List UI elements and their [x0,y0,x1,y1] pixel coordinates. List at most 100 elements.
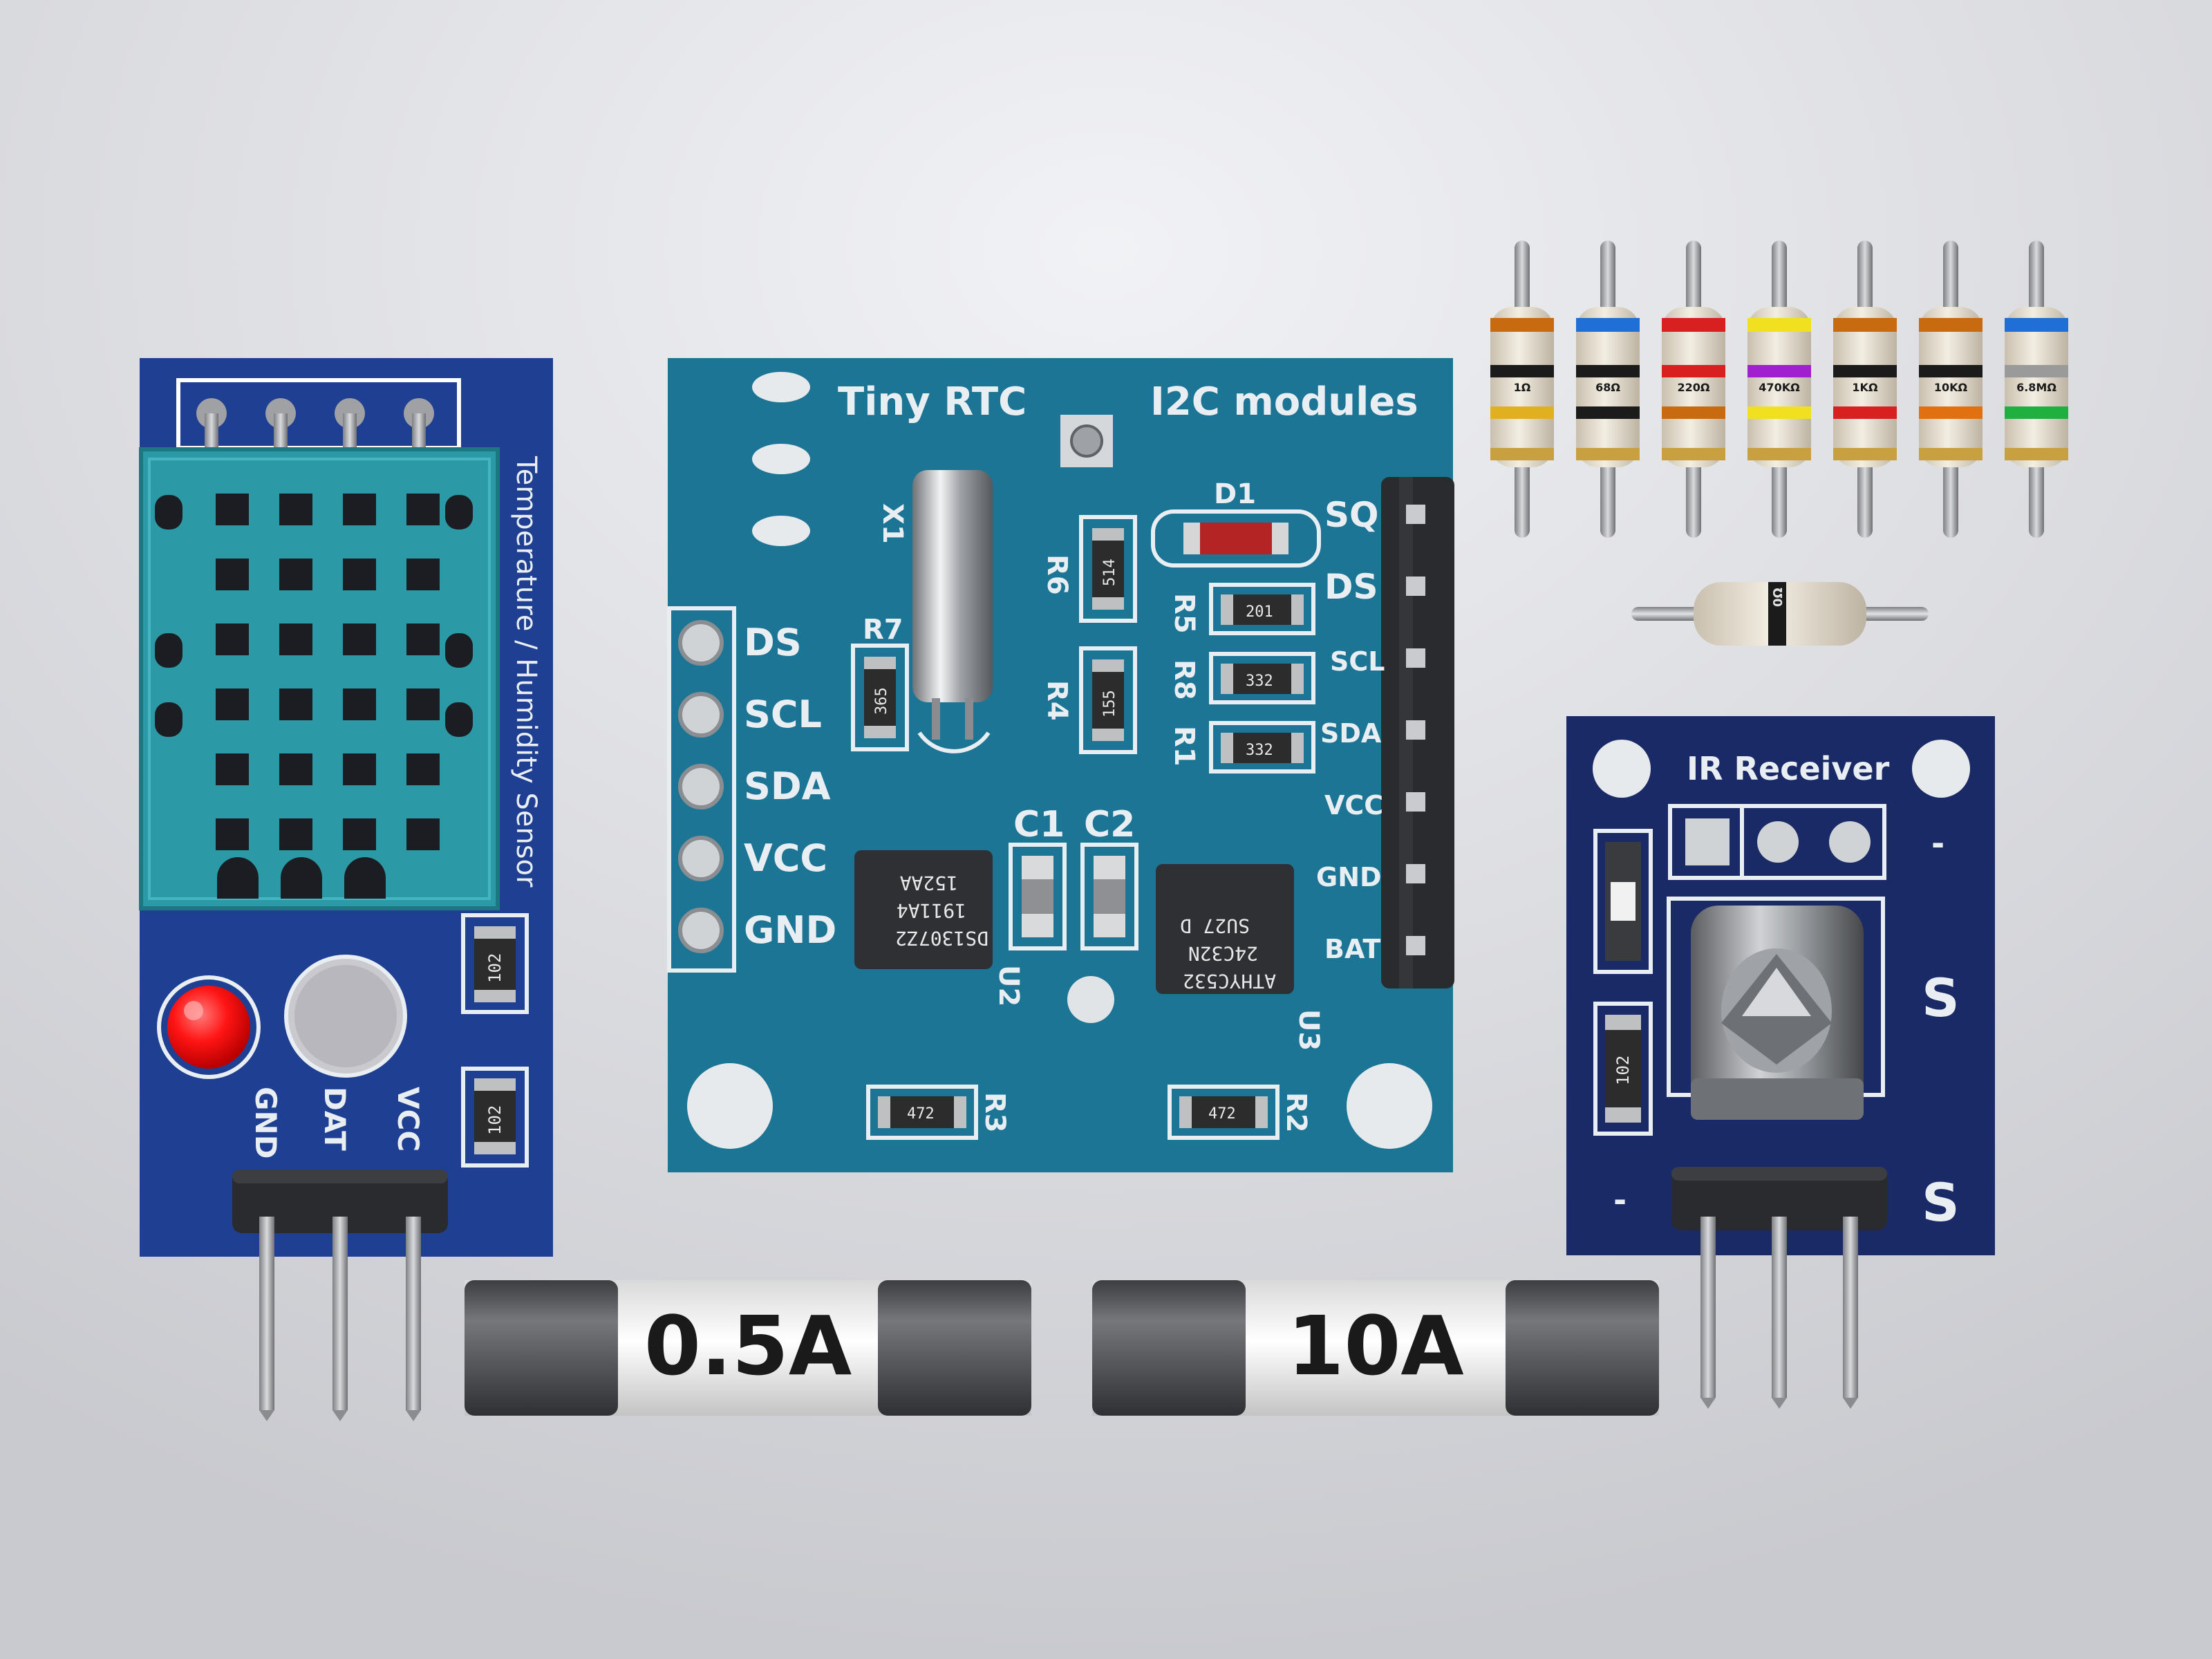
rtc-cap-c2: C2 [1080,804,1138,950]
ir-pin-mark-s-2: S [1922,1172,1960,1233]
tiny-rtc-module: Tiny RTC I2C modules DS SCL SDA VCC GND … [667,358,1454,1172]
rtc-left-pin-sda: SDA [744,765,831,808]
dht-vent-arch [217,857,259,899]
resistor-2: 68Ω [1576,241,1640,538]
rtc-chip-u2-line2: 1911A4 [897,899,966,922]
rtc-header-pin [1406,792,1425,812]
rtc-smd-code: 155 [1101,690,1118,718]
resistor-3: 220Ω [1662,241,1725,538]
dht-vent-hole [279,753,312,785]
dht-vent-hole [279,559,312,590]
fuse-10a: 10A [1092,1280,1659,1416]
dht-vent-hole [343,494,376,525]
dht-smd-code: 102 [485,1105,505,1135]
dht-vent-hole [406,688,440,720]
ir-pad-row [1668,804,1886,880]
ir-pin-mark-minus-bottom: - [1613,1181,1627,1219]
rtc-chip-u2-line1: DS1307Z2 [895,927,988,950]
rtc-r4: 155 R4 [1041,646,1137,754]
rtc-smd-code: 365 [873,687,890,715]
ir-pin-mark-s-1: S [1922,967,1960,1029]
rtc-label-r6: R6 [1041,554,1073,595]
dht-vent-hole [216,753,249,785]
resistor-value-label: 68Ω [1595,381,1620,394]
resistor-1: 1Ω [1490,241,1554,538]
dht-vent-hole [343,818,376,850]
rtc-left-pads [678,620,724,953]
dht-vent-hole [343,624,376,655]
dht-vent-hole [406,559,440,590]
rtc-r6: 514 R6 [1041,515,1137,623]
ir-title: IR Receiver [1687,750,1890,787]
dht-vent-hole [343,753,376,785]
rtc-right-pin-bat: BAT [1324,934,1380,964]
ir-smd-resistor: 102 [1593,1002,1653,1136]
rtc-label-r2: R2 [1280,1092,1312,1133]
rtc-header-pin [1406,505,1425,524]
rtc-left-pin-scl: SCL [744,693,822,736]
rtc-via [1060,415,1113,467]
rtc-smd-code: 514 [1101,559,1118,586]
rtc-label-r3: R3 [979,1092,1011,1133]
resistor-7: 6.8MΩ [2005,241,2068,538]
resistor-value-label: 6.8MΩ [2016,381,2056,394]
ir-sensor-body [1691,906,1864,1120]
rtc-label-r7: R7 [863,614,903,646]
rtc-header-pin [1406,720,1425,740]
dht-vent-hole [406,818,440,850]
dht-vent-grid [155,494,473,899]
rtc-crystal-x1: X1 [877,470,993,753]
rtc-label-r8: R8 [1168,659,1200,700]
rtc-cap-c1: C1 [1009,804,1067,950]
rtc-right-pin-ds: DS [1324,567,1378,607]
resistor-value-label: 1Ω [1514,381,1531,394]
rtc-via-center [1067,976,1114,1023]
dht-smd-resistor-2: 102 [461,1067,529,1168]
rtc-chip-u3-line2: 24C32N [1188,942,1258,965]
rtc-left-pin-frame [667,606,736,973]
dht-top-pins [196,398,434,455]
rtc-label-x1: X1 [877,503,908,544]
rtc-left-pin-ds: DS [744,621,802,664]
rtc-smd-code: 332 [1246,742,1273,759]
dht-vent-hole [279,688,312,720]
rtc-chip-u2-line3: 152AA [900,872,958,894]
dht-vent-hole [343,688,376,720]
dht-vent-hole [216,818,249,850]
rtc-smd-code: 472 [1208,1105,1236,1123]
ir-mount-hole-left [1593,740,1651,798]
rtc-r5: R5 201 [1168,583,1315,635]
dht-sensor-module: Temperature / Humidity Sensor 102 102 [139,358,553,1421]
dht-vent-hole [279,624,312,655]
dht-vent-side [155,702,182,737]
ir-smd-led [1593,829,1653,974]
resistor-4: 470KΩ [1747,241,1811,538]
rtc-chip-u2: DS1307Z2 1911A4 152AA U2 [854,850,1024,1006]
resistor-value-label: 10KΩ [1934,381,1968,394]
dht-vent-hole [279,818,312,850]
rtc-right-pin-scl: SCL [1330,646,1385,677]
dht-vent-hole [216,688,249,720]
rtc-diode-d1: D1 [1151,478,1321,568]
rtc-right-pin-sda: SDA [1320,718,1382,749]
resistor-value-label: 1KΩ [1852,381,1878,394]
rtc-left-pin-gnd: GND [744,908,836,952]
resistor-value-label: 220Ω [1678,381,1710,394]
rtc-r1: R1 332 [1168,721,1315,774]
fuse-05a: 0.5A [465,1280,1031,1416]
dht-smd-code: 102 [485,953,505,983]
rtc-chip-u3-line1: ATHYC532 [1183,970,1276,993]
rtc-label-d1: D1 [1214,478,1256,510]
dht-vent-hole [406,753,440,785]
rtc-header-pin [1406,648,1425,668]
fuse-10a-label: 10A [1287,1298,1464,1394]
resistor-5: 1KΩ [1833,241,1897,538]
rtc-slots [752,372,810,546]
dht-vent-hole [343,559,376,590]
dht-pin-label-dat: DAT [318,1087,352,1151]
rtc-header-pin [1406,864,1425,883]
ir-receiver-module: IR Receiver - S S - 102 [1566,716,1995,1409]
dht-vent-side [445,633,473,668]
resistor-value-label: 470KΩ [1759,381,1800,394]
